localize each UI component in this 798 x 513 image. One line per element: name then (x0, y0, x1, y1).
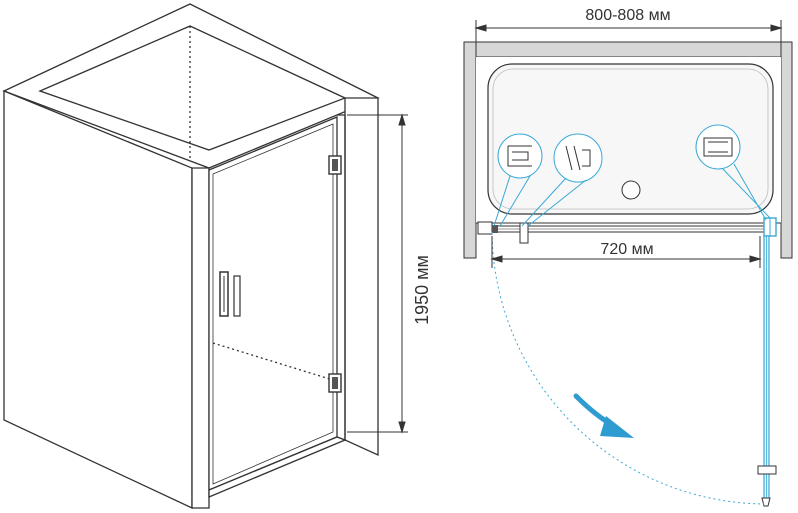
swing-direction-arrow-icon (573, 393, 634, 438)
detail-callout-3 (695, 124, 771, 221)
detail-callout-1 (493, 133, 543, 227)
door-width-dimension (490, 236, 762, 268)
total-width-label: 800-808 мм (585, 7, 670, 24)
drain-icon (621, 180, 641, 200)
left-fixing-icon (477, 221, 493, 235)
plan-view (463, 41, 793, 507)
perspective-view (2, 3, 380, 510)
height-dimension (347, 113, 408, 434)
left-wall-front (3, 90, 193, 510)
door-open-position (757, 235, 777, 507)
swing-arc (491, 231, 765, 505)
door-glass-inner (212, 123, 334, 485)
right-wall-edge (344, 97, 379, 457)
floor-dotted (212, 342, 334, 381)
open-door-handle-icon (757, 465, 777, 475)
total-width-dimension (474, 20, 783, 57)
plan-handle-icon (519, 222, 529, 244)
left-wall-edge (191, 167, 210, 509)
door-width-label: 720 мм (600, 241, 653, 258)
height-label: 1950 мм (412, 255, 432, 325)
tray-basin (487, 63, 774, 215)
floor-threshold (208, 436, 347, 498)
detail-callout-2 (521, 133, 603, 227)
